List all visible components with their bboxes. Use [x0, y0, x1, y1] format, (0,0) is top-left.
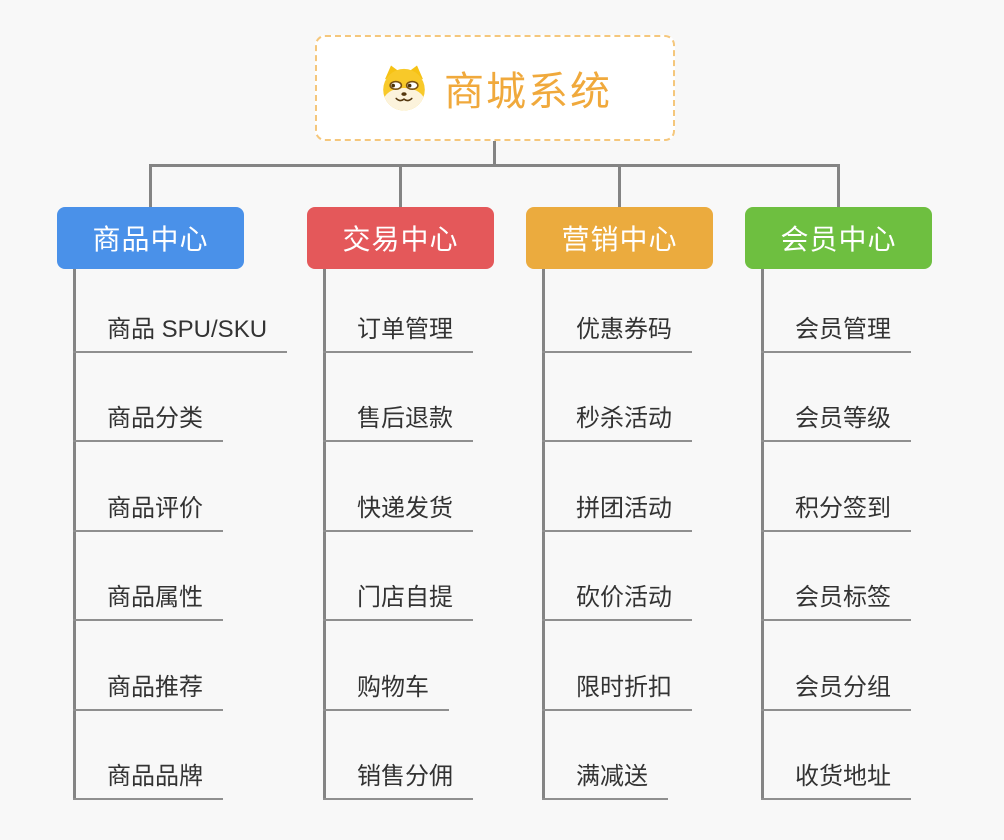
branch-node-2[interactable]: 交易中心: [307, 207, 494, 269]
sub-item[interactable]: 会员管理: [761, 313, 911, 353]
root-node[interactable]: 商城系统: [315, 35, 675, 141]
branch-trunk-line: [542, 269, 545, 800]
sub-item[interactable]: 快递发货: [323, 492, 473, 532]
sub-item[interactable]: 限时折扣: [542, 671, 692, 711]
sub-item[interactable]: 商品评价: [73, 492, 223, 532]
connector-horizontal-rail: [149, 164, 840, 167]
sub-item[interactable]: 商品 SPU/SKU: [73, 313, 288, 353]
branch-node-4[interactable]: 会员中心: [745, 207, 932, 269]
connector-drop-branch-4: [837, 164, 840, 208]
connector-drop-branch-1: [149, 164, 152, 208]
sub-item[interactable]: 商品品牌: [73, 760, 223, 800]
sub-item[interactable]: 积分签到: [761, 492, 911, 532]
branch-trunk-line: [73, 269, 76, 800]
root-node-title: 商城系统: [444, 70, 612, 114]
branch-node-label: 营销中心: [561, 224, 678, 255]
branch-node-3[interactable]: 营销中心: [526, 207, 713, 269]
branch-node-label: 交易中心: [342, 224, 459, 255]
sub-item[interactable]: 收货地址: [761, 760, 911, 800]
sub-item[interactable]: 订单管理: [323, 313, 473, 353]
sub-item[interactable]: 售后退款: [323, 402, 473, 443]
connector-drop-branch-2: [399, 164, 402, 208]
branch-trunk-line: [323, 269, 326, 800]
sub-item[interactable]: 销售分佣: [323, 760, 473, 800]
sub-item[interactable]: 砍价活动: [542, 581, 692, 622]
branch-node-label: 会员中心: [780, 224, 897, 255]
sub-item[interactable]: 商品属性: [73, 581, 223, 622]
sub-item[interactable]: 商品分类: [73, 402, 223, 443]
sub-item[interactable]: 拼团活动: [542, 492, 692, 532]
branch-node-label: 商品中心: [92, 224, 209, 255]
sub-item[interactable]: 门店自提: [323, 581, 473, 622]
sub-item[interactable]: 购物车: [323, 671, 449, 711]
branch-node-1[interactable]: 商品中心: [57, 207, 244, 269]
sub-item[interactable]: 会员标签: [761, 581, 911, 622]
sub-item[interactable]: 会员分组: [761, 671, 911, 711]
branch-trunk-line: [761, 269, 764, 800]
sub-item[interactable]: 满减送: [542, 760, 668, 800]
shiba-dog-icon: [378, 63, 430, 113]
sub-item[interactable]: 优惠券码: [542, 313, 692, 353]
connector-root-stub: [493, 141, 496, 165]
sub-item[interactable]: 会员等级: [761, 402, 911, 443]
sub-item[interactable]: 秒杀活动: [542, 402, 692, 443]
connector-drop-branch-3: [618, 164, 621, 208]
sub-item[interactable]: 商品推荐: [73, 671, 223, 711]
